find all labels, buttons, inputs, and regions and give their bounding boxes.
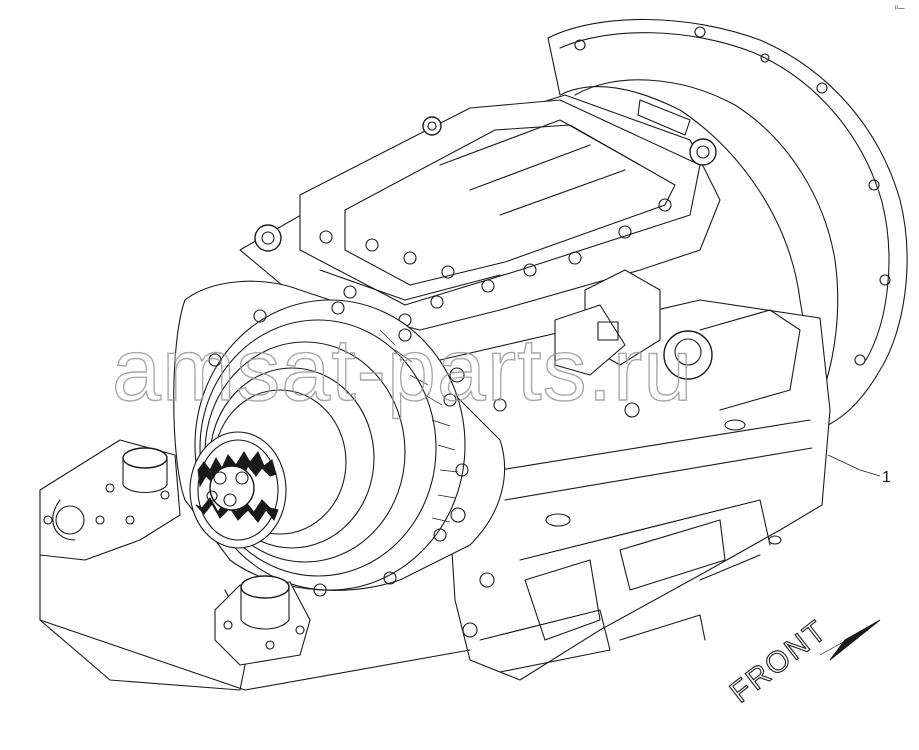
corner-mark: ᵖ— — [895, 5, 905, 12]
mounting-bracket — [39, 439, 471, 691]
front-direction-indicator: FRONT — [723, 613, 881, 710]
ecu-connector — [554, 269, 801, 411]
front-arrow-shaft — [819, 625, 873, 656]
output-flange — [189, 431, 287, 549]
watermark-text: amsat-parts.ru — [112, 320, 693, 419]
front-arrow-icon — [829, 619, 881, 661]
callout-number: 1 — [882, 469, 891, 486]
mount-pad-bottom — [214, 575, 311, 666]
transmission-case — [439, 299, 831, 681]
shift-housing-cover — [239, 94, 721, 331]
fasteners — [449, 367, 640, 638]
front-label: FRONT — [724, 614, 834, 710]
callout-leader — [827, 454, 881, 477]
